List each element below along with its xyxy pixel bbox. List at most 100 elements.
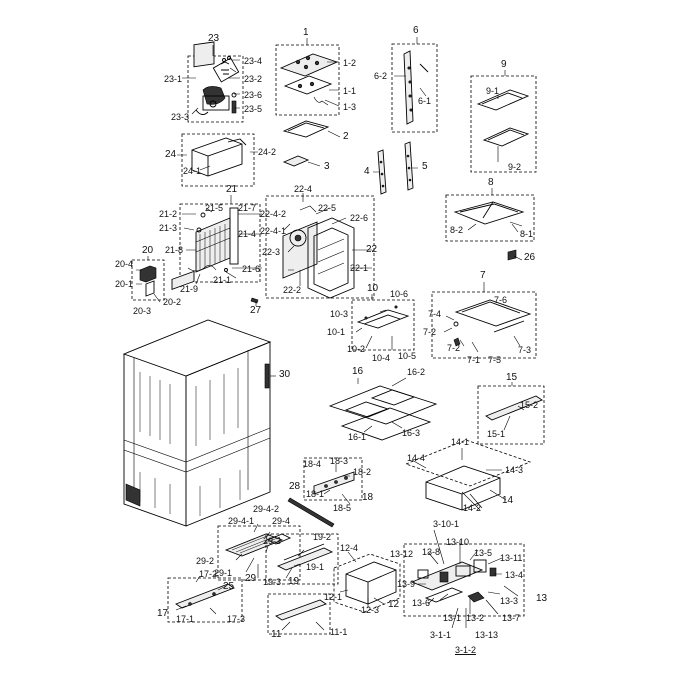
callout-24-1: 24-1	[183, 166, 202, 176]
callout-23-4: 23-4	[244, 56, 263, 66]
callout-18-2: 18-2	[353, 467, 372, 477]
callout-1: 1	[303, 27, 309, 38]
callout-22-4-1: 22-4-1	[260, 226, 287, 236]
callout-21-5: 21-5	[205, 203, 224, 213]
callout-3-1-1: 3-1-1	[430, 630, 452, 640]
callout-26: 26	[524, 252, 536, 263]
callout-29-1: 29-1	[214, 568, 233, 578]
drawer-cover-assembly	[445, 194, 535, 242]
handle-bar-assembly	[477, 385, 545, 445]
crisper-drawer	[404, 439, 532, 511]
callout-15-2: 15-2	[520, 400, 539, 410]
callout-3: 3	[324, 161, 330, 172]
callout-14-4: 14-4	[407, 453, 426, 463]
kick-plate-assembly	[267, 593, 331, 635]
bracket-part	[507, 249, 517, 261]
callout-18-4: 18-4	[303, 459, 322, 469]
callout-8: 8	[488, 177, 494, 188]
callout-13-3: 13-3	[500, 596, 519, 606]
callout-21-3: 21-3	[159, 223, 178, 233]
callout-20-3: 20-3	[133, 306, 152, 316]
callout-16-2: 16-2	[407, 367, 426, 377]
callout-6-2: 6-2	[374, 71, 388, 81]
callout-20-2: 20-2	[163, 297, 182, 307]
callout-13-9: 13-9	[397, 579, 416, 589]
callout-10-5: 10-5	[398, 351, 417, 361]
callout-10-3: 10-3	[330, 309, 349, 319]
callout-18-3: 18-3	[330, 456, 349, 466]
callout-15-1: 15-1	[487, 429, 506, 439]
callout-13: 13	[536, 593, 548, 604]
side-rails	[377, 141, 414, 195]
top-cover-assembly	[275, 44, 340, 116]
callout-23-5: 23-5	[244, 104, 263, 114]
callout-18-1: 18-1	[306, 489, 325, 499]
callout-3-1-2: 3-1-2	[455, 645, 477, 655]
callout-1-1: 1-1	[343, 86, 357, 96]
callout-13-8: 13-8	[422, 547, 441, 557]
ice-maker-assembly	[187, 41, 244, 123]
callout-23-6: 23-6	[244, 90, 263, 100]
callout-24: 24	[165, 149, 177, 160]
callout-21-6: 21-6	[242, 264, 261, 274]
callout-20-1: 20-1	[115, 279, 134, 289]
callout-2: 2	[343, 131, 349, 142]
callout-13-12: 13-12	[390, 549, 414, 559]
callout-12-3: 12-3	[361, 605, 380, 615]
callout-29-4-2: 29-4-2	[253, 504, 280, 514]
callout-6-1: 6-1	[418, 96, 432, 106]
callout-13-7: 13-7	[502, 613, 521, 623]
callout-29: 29	[245, 573, 257, 584]
callout-29-4: 29-4	[272, 516, 291, 526]
fan-cover-assembly	[265, 195, 375, 299]
callout-16-1: 16-1	[348, 432, 367, 442]
callout-11-1: 11-1	[330, 627, 348, 637]
callout-9: 9	[501, 59, 507, 70]
callout-18-5: 18-5	[333, 503, 352, 513]
crisper-cover-assembly	[328, 385, 438, 441]
callout-19-2: 19-2	[313, 532, 332, 542]
callout-12-4: 12-4	[340, 543, 359, 553]
callout-16: 16	[352, 366, 364, 377]
callout-12-1: 12-1	[324, 592, 343, 602]
callout-22-5: 22-5	[318, 203, 337, 213]
callout-21-9: 21-9	[180, 284, 199, 294]
callout-23-1: 23-1	[164, 74, 183, 84]
freezer-basket-assembly	[217, 525, 301, 581]
callout-1-2: 1-2	[343, 58, 357, 68]
callout-21-8: 21-8	[165, 245, 184, 255]
callout-19: 19	[288, 576, 300, 587]
callout-20-4: 20-4	[115, 259, 134, 269]
callout-13-1: 13-1	[443, 613, 462, 623]
callout-16-3: 16-3	[402, 428, 421, 438]
callout-21: 21	[226, 184, 238, 195]
callout-22-4: 22-4	[294, 184, 313, 194]
callout-17-1: 17-1	[176, 614, 195, 624]
callout-20: 20	[142, 245, 154, 256]
callout-12: 12	[388, 599, 400, 610]
callout-22-2: 22-2	[283, 285, 302, 295]
callout-10-1: 10-1	[327, 327, 346, 337]
callout-19-3: 19-3	[263, 577, 282, 587]
control-panel-assembly	[303, 457, 363, 501]
leader-lines	[136, 37, 525, 631]
callout-22-3: 22-3	[262, 247, 281, 257]
callout-18: 18	[362, 492, 374, 503]
callout-14-2: 14-2	[463, 503, 482, 513]
tray-assembly	[351, 299, 415, 351]
callout-7-3: 7-3	[518, 345, 532, 355]
callout-7-4: 7-4	[428, 309, 442, 319]
callout-14-1: 14-1	[451, 437, 470, 447]
callout-19-1: 19-1	[306, 562, 325, 572]
callout-22-1: 22-1	[350, 263, 369, 273]
callout-17-3: 17-3	[227, 614, 246, 624]
callout-7-1: 7-1	[467, 355, 481, 365]
callout-8-1: 8-1	[520, 229, 534, 239]
callout-10-6: 10-6	[390, 289, 409, 299]
callout-13-13: 13-13	[475, 630, 499, 640]
callout-25: 25	[223, 581, 235, 592]
callout-30: 30	[279, 369, 291, 380]
callout-10-2: 10-2	[347, 344, 366, 354]
